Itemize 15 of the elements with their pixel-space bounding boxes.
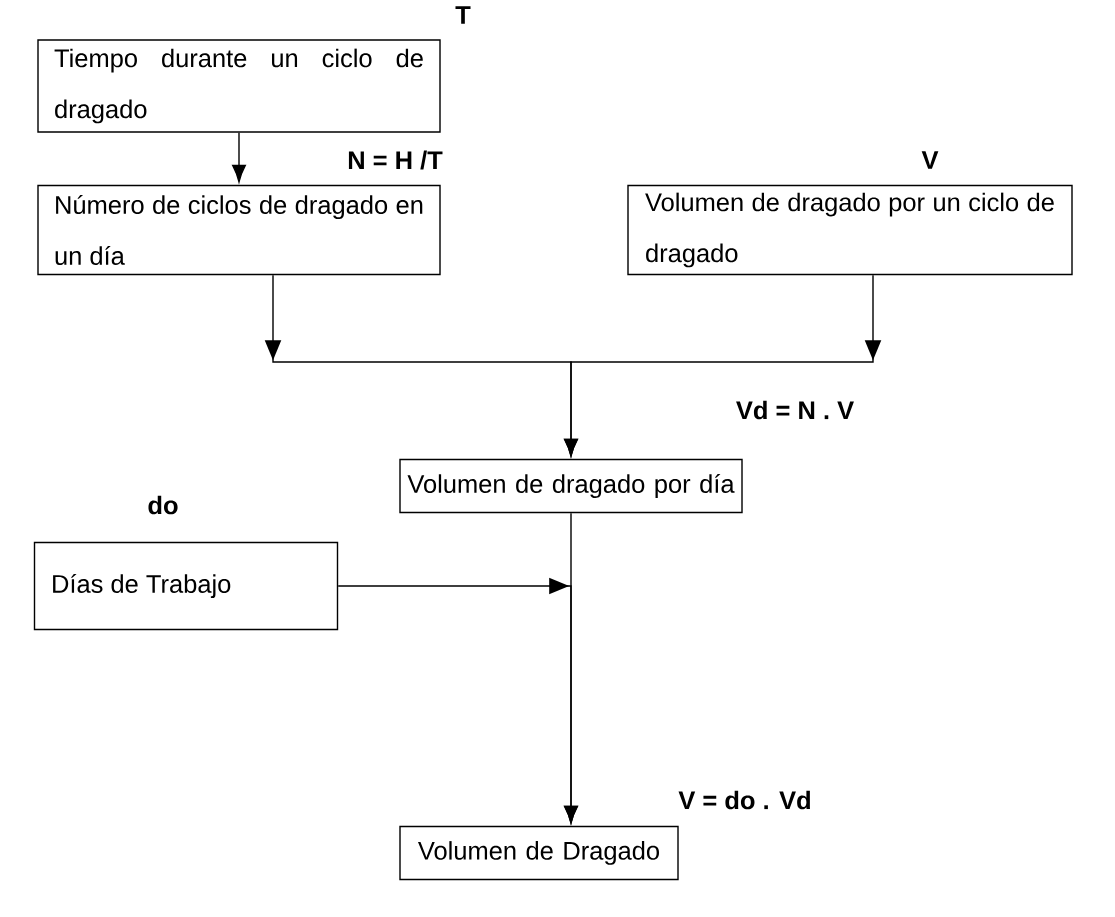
process-box: Tiempo durante un ciclo de dragado bbox=[37, 39, 441, 133]
process-box: Volumen de Dragado bbox=[399, 825, 679, 881]
process-box: Volumen de dragado por un ciclo de dragado bbox=[627, 184, 1073, 276]
formula-label: T bbox=[455, 6, 471, 24]
process-box: Volumen de dragado por día bbox=[399, 458, 743, 514]
formula-label: do bbox=[148, 495, 178, 515]
arrow bbox=[564, 274, 882, 457]
formula-label: V = do . Vd bbox=[678, 790, 810, 810]
process-box: Número de ciclos de dragado en un día bbox=[37, 184, 441, 276]
arrow bbox=[337, 577, 578, 824]
arrow bbox=[232, 132, 246, 183]
formula-label: V bbox=[921, 151, 939, 169]
process-box: Días de Trabajo bbox=[33, 541, 339, 631]
formula-label: N = H /T bbox=[348, 150, 443, 170]
formula-label: Vd = N . V bbox=[736, 400, 854, 420]
